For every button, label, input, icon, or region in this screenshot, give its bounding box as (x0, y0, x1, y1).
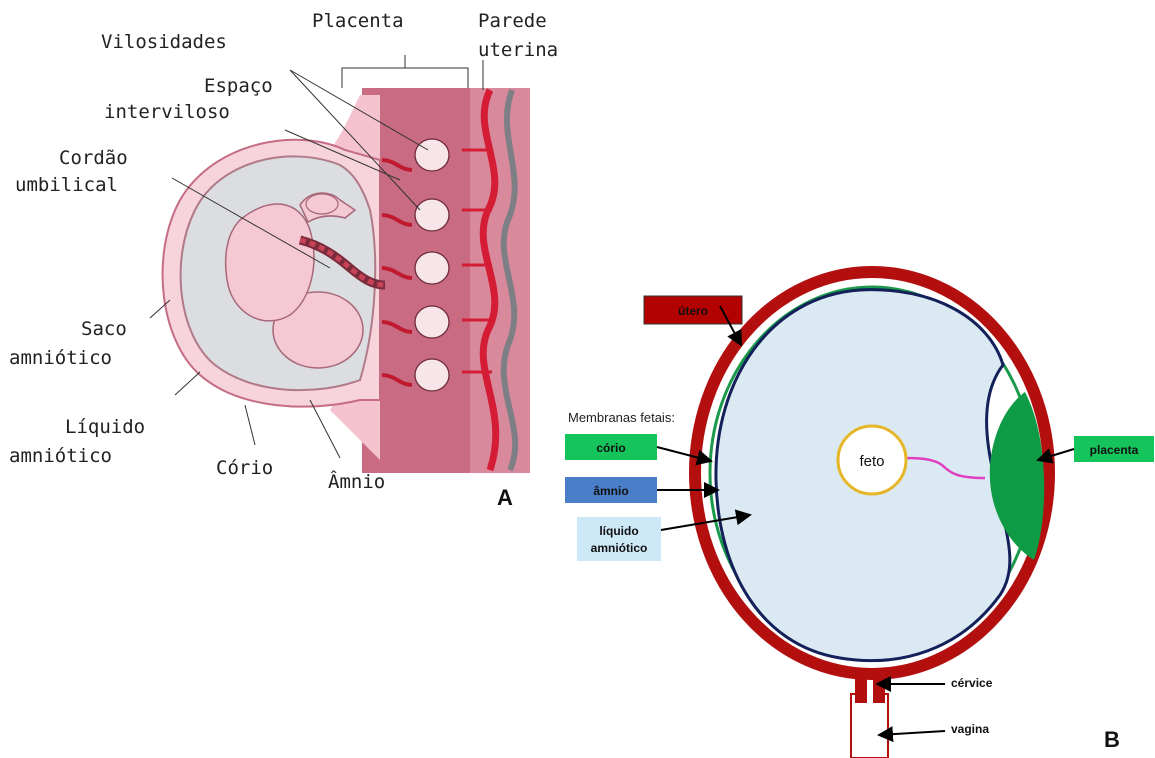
label-uterina: uterina (478, 39, 558, 61)
label-liquido: Líquido (65, 416, 145, 438)
label-corio-b: cório (596, 441, 625, 455)
panel-b-diagram: feto Membranas fetais: útero cório âmnio… (565, 272, 1154, 758)
label-feto: feto (859, 453, 884, 470)
label-corio-a: Cório (216, 457, 273, 479)
label-cervice: cérvice (951, 676, 993, 690)
label-espaco: Espaço (204, 75, 273, 97)
label-placenta-b: placenta (1090, 443, 1139, 457)
label-amniotico-b: amniótico (591, 541, 648, 555)
label-parede: Parede (478, 10, 547, 32)
label-interviloso: interviloso (104, 101, 230, 123)
vagina (851, 694, 888, 758)
label-liquido-b: líquido (599, 524, 638, 538)
panel-label-b: B (1104, 727, 1120, 752)
label-amnio-b: âmnio (593, 484, 628, 498)
uterine-wall-dark (470, 88, 530, 473)
label-umbilical: umbilical (15, 174, 118, 196)
label-vagina: vagina (951, 722, 989, 736)
label-placenta: Placenta (312, 10, 404, 32)
panel-label-a: A (497, 485, 513, 510)
label-amniotico-saco: amniótico (9, 347, 112, 369)
label-amniotico-liquido: amniótico (9, 445, 112, 467)
label-cordao: Cordão (59, 147, 128, 169)
label-saco: Saco (81, 318, 127, 340)
label-utero: útero (678, 304, 708, 318)
label-amnio-a: Âmnio (328, 470, 385, 493)
placenta-bracket (342, 55, 468, 88)
panel-a-illustration: Placenta Parede uterina Vilosidades Espa… (9, 10, 558, 510)
membranas-title: Membranas fetais: (568, 410, 675, 425)
label-vilosidades: Vilosidades (101, 31, 227, 53)
